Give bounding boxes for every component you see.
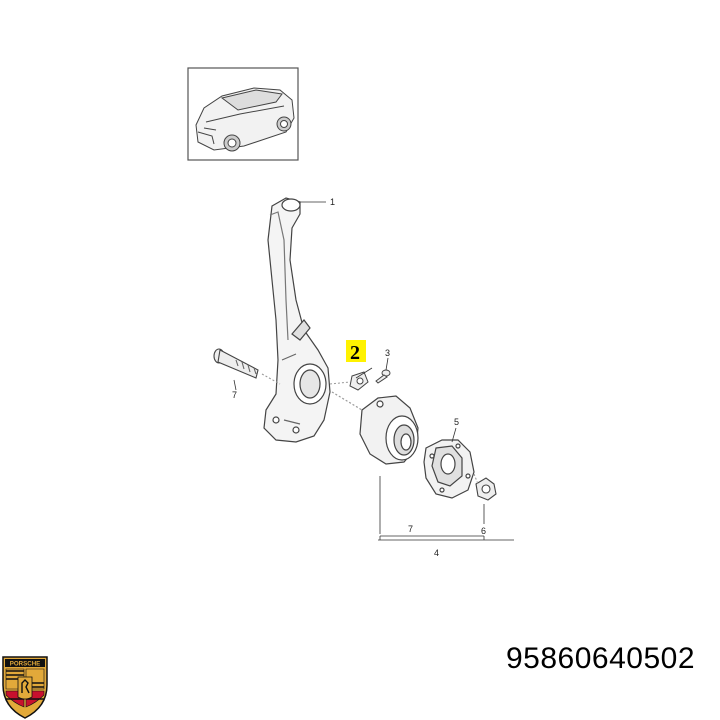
vehicle-thumbnail [187, 67, 299, 161]
callout-7-bolt: 7 [232, 390, 237, 400]
logo-wordmark: PORSCHE [10, 661, 41, 668]
hub-nut [473, 473, 497, 501]
wheel-bearing [331, 391, 419, 465]
part-number: 95860640502 [506, 642, 696, 675]
steering-knuckle [263, 197, 331, 443]
wheel-hub [423, 439, 475, 499]
bolt [213, 348, 281, 385]
leader-lines [233, 201, 514, 541]
callout-3: 3 [385, 348, 390, 358]
porsche-crest-logo: PORSCHE [2, 656, 48, 719]
callout-7-bearing: 7 [408, 524, 413, 534]
highlight-box [346, 340, 366, 362]
callout-1: 1 [330, 197, 335, 207]
sensor-bracket [329, 371, 369, 391]
callout-5: 5 [454, 417, 459, 427]
suv-illustration [195, 87, 295, 152]
callout-4: 4 [434, 548, 439, 558]
callout-6: 6 [481, 526, 486, 536]
callout-2-highlighted: 2 [350, 342, 360, 364]
screw [375, 369, 391, 384]
